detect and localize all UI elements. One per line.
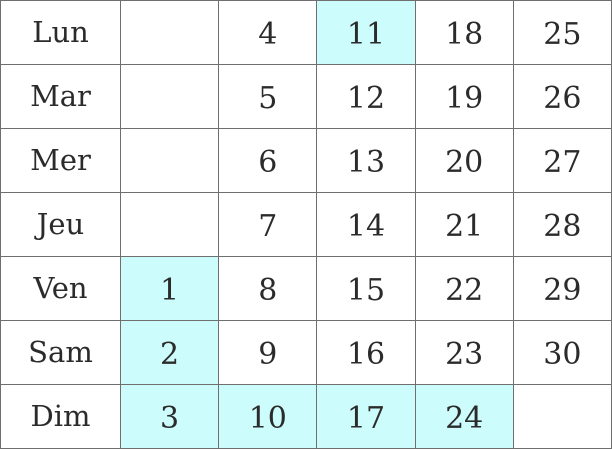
- date-cell[interactable]: 6: [218, 128, 318, 193]
- date-cell[interactable]: [119, 192, 220, 257]
- date-cell[interactable]: 10: [218, 384, 318, 449]
- date-number: 9: [258, 336, 278, 372]
- date-number: 29: [543, 272, 582, 308]
- date-cell[interactable]: 14: [316, 192, 416, 257]
- date-number: 24: [445, 400, 484, 436]
- date-number: 12: [346, 80, 386, 116]
- date-number: 23: [445, 336, 484, 372]
- date-number: 10: [248, 400, 287, 436]
- day-label: Mar: [0, 64, 121, 129]
- calendar-row-jeu: Jeu 7 14 21 28: [0, 192, 612, 257]
- date-number: 20: [445, 144, 484, 180]
- date-cell[interactable]: [119, 0, 220, 65]
- date-cell[interactable]: 22: [414, 256, 514, 321]
- date-cell[interactable]: 25: [512, 0, 612, 65]
- date-cell[interactable]: 27: [512, 128, 612, 193]
- date-cell[interactable]: 1: [119, 256, 220, 321]
- date-cell[interactable]: 5: [218, 64, 318, 129]
- date-cell[interactable]: 15: [316, 256, 416, 321]
- date-cell[interactable]: 20: [414, 128, 514, 193]
- date-number: 25: [543, 16, 582, 52]
- date-number: 13: [346, 144, 386, 180]
- date-cell[interactable]: 17: [316, 384, 416, 449]
- day-label: Ven: [0, 256, 121, 321]
- date-cell[interactable]: 29: [512, 256, 612, 321]
- date-number: 1: [160, 272, 180, 308]
- date-number: 16: [346, 336, 386, 372]
- date-number: 3: [160, 400, 180, 436]
- day-label: Lun: [0, 0, 121, 65]
- date-number: 27: [543, 144, 582, 180]
- date-cell[interactable]: 30: [512, 320, 612, 385]
- date-number: 15: [346, 272, 386, 308]
- calendar-row-sam: Sam 2 9 16 23 30: [0, 320, 612, 385]
- date-number: 7: [258, 208, 278, 244]
- date-number: 2: [160, 336, 180, 372]
- date-cell[interactable]: 3: [119, 384, 220, 449]
- date-number: 22: [445, 272, 484, 308]
- date-cell[interactable]: 26: [512, 64, 612, 129]
- date-cell[interactable]: 18: [414, 0, 514, 65]
- date-cell[interactable]: 9: [218, 320, 318, 385]
- date-number: 14: [346, 208, 386, 244]
- calendar-row-ven: Ven 1 8 15 22 29: [0, 256, 612, 321]
- day-label: Mer: [0, 128, 121, 193]
- date-cell[interactable]: 23: [414, 320, 514, 385]
- date-number: 4: [258, 16, 278, 52]
- date-number: 28: [543, 208, 582, 244]
- calendar-row-mar: Mar 5 12 19 26: [0, 64, 612, 129]
- date-number: 19: [445, 80, 484, 116]
- date-cell[interactable]: 7: [218, 192, 318, 257]
- calendar-row-dim: Dim 3 10 17 24: [0, 384, 612, 449]
- date-number: 17: [346, 400, 386, 436]
- date-cell[interactable]: [512, 384, 612, 449]
- date-number: 21: [445, 208, 484, 244]
- date-cell[interactable]: 24: [414, 384, 514, 449]
- date-cell[interactable]: 28: [512, 192, 612, 257]
- calendar-row-mer: Mer 6 13 20 27: [0, 128, 612, 193]
- date-cell[interactable]: 12: [316, 64, 416, 129]
- date-cell[interactable]: 2: [119, 320, 220, 385]
- date-number: 8: [258, 272, 278, 308]
- day-label: Sam: [0, 320, 121, 385]
- date-cell[interactable]: 4: [218, 0, 318, 65]
- day-label: Dim: [0, 384, 121, 449]
- date-number: 30: [543, 336, 582, 372]
- date-cell[interactable]: [119, 64, 220, 129]
- date-cell[interactable]: 16: [316, 320, 416, 385]
- date-cell[interactable]: [119, 128, 220, 193]
- date-number: 26: [543, 80, 582, 116]
- day-label: Jeu: [0, 192, 121, 257]
- date-number: 18: [445, 16, 484, 52]
- date-number: 6: [258, 144, 278, 180]
- date-cell[interactable]: 19: [414, 64, 514, 129]
- calendar-row-lun: Lun 4 11 18 25: [0, 0, 612, 65]
- date-number: 5: [258, 80, 278, 116]
- date-cell[interactable]: 8: [218, 256, 318, 321]
- date-number: 11: [346, 16, 386, 52]
- date-cell[interactable]: 13: [316, 128, 416, 193]
- date-cell[interactable]: 21: [414, 192, 514, 257]
- date-cell[interactable]: 11: [316, 0, 416, 65]
